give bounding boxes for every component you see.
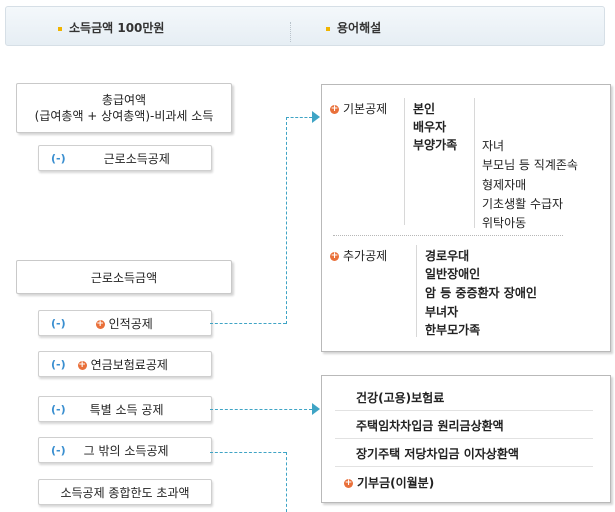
special-item-housing-lease-loan: 주택임차차입금 원리금상환액: [356, 419, 504, 433]
additional-item-woman-householder: 부녀자: [425, 305, 459, 319]
divider: [416, 245, 417, 337]
special-item-health-insurance: 건강(고용)보험료: [356, 391, 445, 405]
minus-icon: (-): [51, 402, 66, 416]
special-deduction-item[interactable]: (-) 특별 소득 공제: [38, 396, 212, 422]
dependent-parents: 부모님 등 직계존속: [482, 158, 578, 172]
bullet-icon: [326, 26, 330, 31]
tab-income-amount[interactable]: 소득금액 100만원: [58, 19, 164, 36]
tab-divider: [290, 22, 291, 42]
personal-deduction-item[interactable]: (-) +인적공제: [38, 310, 212, 336]
basic-item-self: 본인: [413, 102, 436, 116]
additional-item-severe-patient: 암 등 중증환자 장애인: [425, 286, 537, 300]
basic-deduction-label: +기본공제: [330, 102, 388, 116]
connector-personal-top: [286, 117, 312, 118]
connector-other: [210, 452, 286, 453]
other-deduction-item[interactable]: (-) 그 밖의 소득공제: [38, 437, 212, 463]
connector-other-vertical: [286, 452, 287, 512]
limit-excess-item[interactable]: 소득공제 종합한도 초과액: [38, 479, 212, 505]
earned-income-amount-box: 근로소득금액: [16, 260, 232, 294]
row-divider: [335, 410, 593, 411]
plus-icon: +: [77, 359, 87, 370]
additional-item-disabled: 일반장애인: [425, 267, 481, 281]
dependent-foster-child: 위탁아동: [482, 216, 527, 230]
arrow-right-icon: [312, 111, 320, 123]
dependent-siblings: 형제자매: [482, 178, 527, 192]
pension-deduction-item[interactable]: (-) +연금보험료공제: [38, 351, 212, 377]
total-wage-box: 총급여액 (급여총액 + 상여총액)-비과세 소득: [16, 83, 232, 133]
plus-icon: +: [330, 251, 339, 261]
minus-icon: (-): [51, 357, 66, 371]
minus-icon: (-): [51, 443, 66, 457]
section-divider: [333, 235, 563, 236]
additional-item-single-parent: 한부모가족: [425, 323, 481, 337]
connector-personal-vertical: [286, 117, 287, 324]
additional-deduction-label: +추가공제: [330, 249, 388, 263]
tab-terms[interactable]: 용어해설: [326, 19, 381, 36]
connector-special: [210, 409, 312, 410]
divider: [474, 98, 475, 228]
plus-icon: +: [95, 318, 105, 329]
personal-deduction-panel: [321, 84, 611, 352]
dependent-children: 자녀: [482, 139, 505, 153]
connector-personal: [210, 323, 286, 324]
plus-icon: +: [330, 104, 339, 114]
row-divider: [335, 438, 593, 439]
minus-icon: (-): [51, 316, 66, 330]
tab-bar: [5, 6, 605, 46]
plus-icon: +: [344, 478, 353, 488]
bullet-icon: [58, 26, 62, 31]
earned-income-deduction-item[interactable]: (-) 근로소득공제: [38, 145, 212, 171]
special-item-mortgage-interest: 장기주택 저당차입금 이자상환액: [356, 447, 519, 461]
basic-item-dependents: 부양가족: [413, 138, 458, 152]
arrow-right-icon: [312, 403, 320, 415]
divider: [404, 98, 405, 225]
additional-item-elderly: 경로우대: [425, 249, 470, 263]
basic-item-spouse: 배우자: [413, 120, 447, 134]
dependent-welfare-recipient: 기초생활 수급자: [482, 197, 564, 211]
special-deduction-panel: [321, 375, 611, 503]
row-divider: [335, 466, 593, 467]
minus-icon: (-): [51, 151, 66, 165]
special-item-donation: +기부금(이월분): [344, 476, 435, 490]
